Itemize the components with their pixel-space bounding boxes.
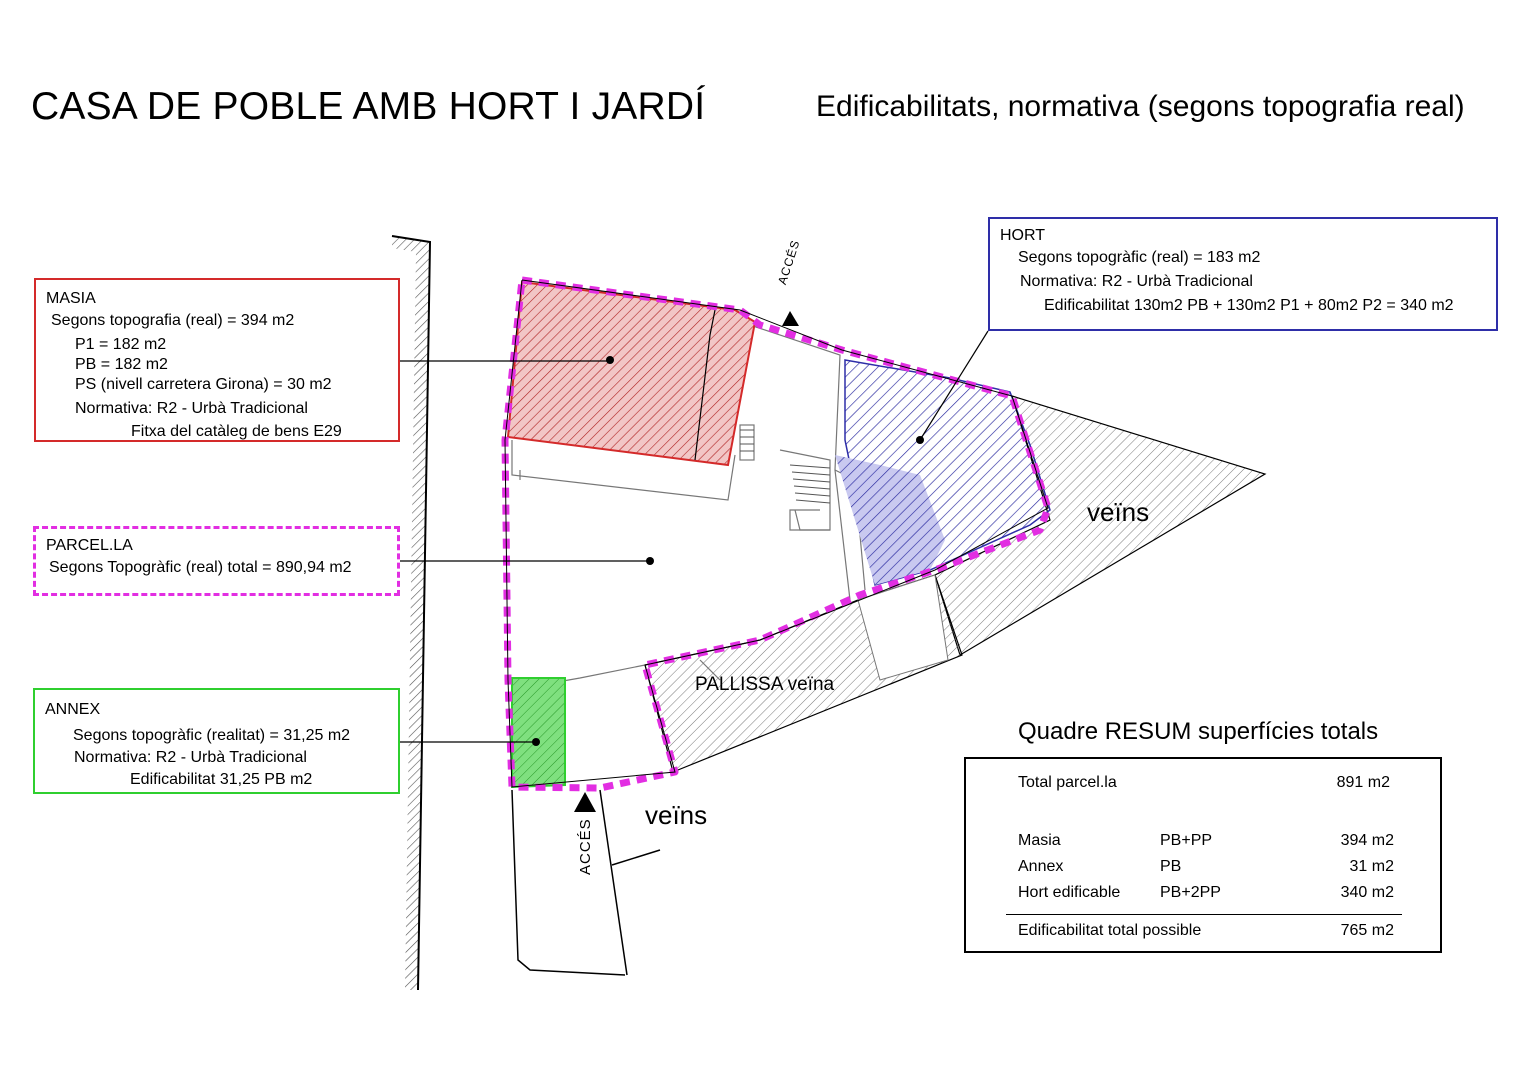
page-subtitle: Edificabilitats, normativa (segons topog… (816, 90, 1465, 123)
annex-info-box: ANNEX Segons topogràfic (realitat) = 31,… (33, 688, 400, 794)
parcel-heading: PARCEL.LA (46, 537, 133, 554)
masia-line4: PS (nivell carretera Girona) = 30 m2 (75, 376, 332, 393)
masia-info-box: MASIA Segons topografia (real) = 394 m2 … (34, 278, 400, 442)
annex-heading: ANNEX (45, 701, 101, 718)
label-veins-bottom: veïns (645, 800, 708, 830)
label-pallissa: PALLISSA veïna (695, 674, 835, 695)
summary-row-name: Annex (1018, 858, 1064, 875)
annex-line3: Edificabilitat 31,25 PB m2 (130, 771, 313, 788)
masia-heading: MASIA (46, 290, 96, 307)
label-acces-bottom: ACCÉS (577, 818, 594, 875)
masia-line2: P1 = 182 m2 (75, 336, 167, 353)
leader-dots (532, 356, 924, 746)
masia-line1: Segons topografia (real) = 394 m2 (51, 312, 295, 329)
summary-row-value: 394 m2 (1340, 832, 1394, 849)
hort-heading: HORT (1000, 227, 1046, 244)
summary-row-value: 31 m2 (1349, 858, 1394, 875)
annex-line2: Normativa: R2 - Urbà Tradicional (74, 749, 307, 766)
parcel-info-box: PARCEL.LA Segons Topogràfic (real) total… (33, 526, 400, 596)
access-path (511, 789, 661, 976)
summary-divider (1006, 914, 1402, 915)
summary-table: Total parcel.la 891 m2 Masia PB+PP 394 m… (964, 757, 1442, 953)
label-veins-right: veïns (1087, 497, 1150, 527)
hort-line3: Edificabilitat 130m2 PB + 130m2 P1 + 80m… (1044, 297, 1454, 314)
hort-line1: Segons topogràfic (real) = 183 m2 (1018, 249, 1261, 266)
summary-row-type: PB+2PP (1160, 884, 1221, 901)
masia-line5: Normativa: R2 - Urbà Tradicional (75, 400, 308, 417)
parcel-line1: Segons Topogràfic (real) total = 890,94 … (49, 559, 352, 576)
summary-footer-value: 765 m2 (1340, 922, 1394, 939)
hort-line2: Normativa: R2 - Urbà Tradicional (1020, 273, 1253, 290)
leader-lines (400, 330, 989, 743)
summary-row-value: 340 m2 (1340, 884, 1394, 901)
summary-row-type: PB (1160, 858, 1182, 875)
summary-total-value: 891 m2 (1336, 774, 1390, 791)
hort-info-box: HORT Segons topogràfic (real) = 183 m2 N… (988, 217, 1498, 331)
summary-row-name: Hort edificable (1018, 884, 1121, 901)
access-arrow-bottom (574, 792, 596, 812)
summary-total-label: Total parcel.la (1018, 774, 1117, 791)
road-wall (391, 235, 432, 991)
pallissa-gap (857, 574, 949, 681)
annex-line1: Segons topogràfic (realitat) = 31,25 m2 (73, 727, 351, 744)
summary-footer-label: Edificabilitat total possible (1018, 922, 1202, 939)
masia-line3: PB = 182 m2 (75, 356, 168, 373)
masia-area (506, 280, 757, 467)
annex-area (511, 677, 566, 789)
summary-title: Quadre RESUM superfícies totals (1018, 718, 1379, 745)
access-arrow-top (782, 311, 799, 326)
stairs (740, 429, 831, 504)
summary-row-name: Masia (1018, 832, 1061, 849)
summary-row-type: PB+PP (1160, 832, 1213, 849)
page-title: CASA DE POBLE AMB HORT I JARDÍ (31, 85, 706, 128)
hort-light-area (835, 455, 945, 585)
masia-line6: Fitxa del catàleg de bens E29 (131, 423, 342, 440)
